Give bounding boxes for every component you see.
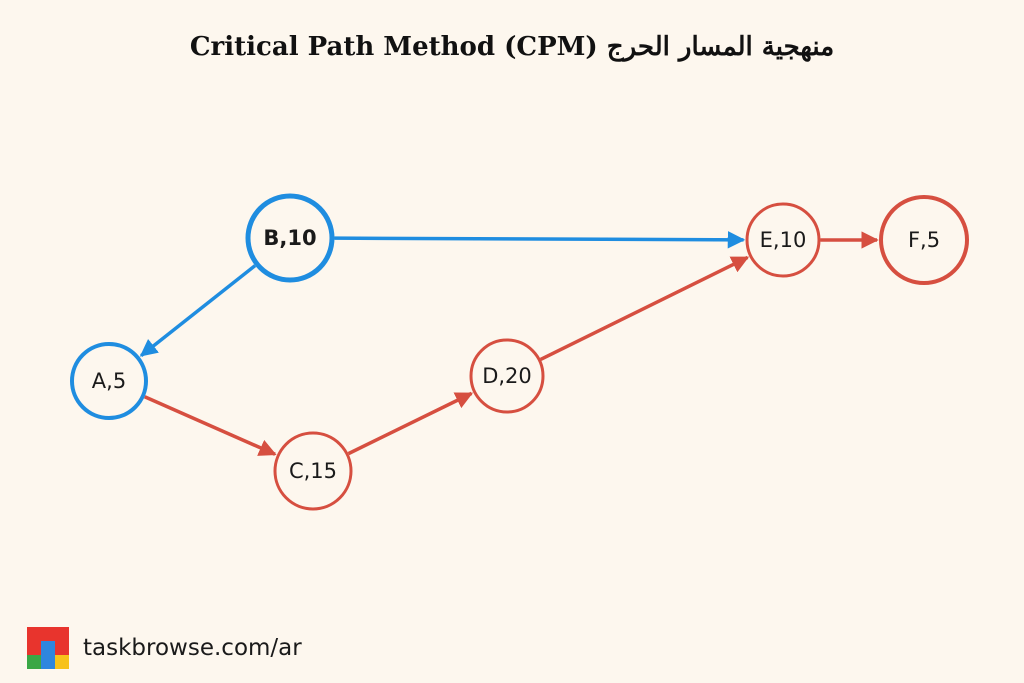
node-c-label: C,15: [289, 459, 337, 483]
node-c-circle: [273, 431, 353, 511]
node-d-label: D,20: [482, 364, 532, 388]
footer: taskbrowse.com/ar: [27, 627, 302, 669]
node-a-label: A,5: [92, 369, 126, 393]
edge-b-to-a: [139, 264, 257, 357]
taskbrowse-logo-icon: [27, 627, 69, 669]
page-title: منهجية المسار الحرج Critical Path Method…: [189, 32, 835, 62]
edge-b-to-e: [334, 231, 746, 249]
edge-a-to-c: [143, 395, 277, 456]
node-f: F,5: [879, 195, 969, 285]
node-c: C,15: [273, 431, 353, 511]
node-a: A,5: [70, 342, 148, 420]
node-e-circle: [745, 202, 821, 278]
node-b-label: B,10: [263, 226, 316, 250]
edges-layer: [139, 231, 879, 456]
node-e: E,10: [745, 202, 821, 278]
node-b-circle: [245, 193, 335, 283]
nodes-layer: B,10A,5C,15 D,20 E,10 F,5: [70, 193, 969, 511]
footer-site-link[interactable]: taskbrowse.com/ar: [83, 635, 302, 661]
node-f-circle: [879, 195, 969, 285]
node-f-label: F,5: [908, 228, 940, 252]
node-b: B,10: [245, 193, 335, 283]
edge-d-to-e: [539, 255, 750, 361]
edge-c-to-d: [347, 391, 474, 456]
node-a-circle: [70, 342, 148, 420]
node-d-circle: [469, 338, 545, 414]
node-e-label: E,10: [760, 228, 807, 252]
node-d: D,20: [469, 338, 545, 414]
